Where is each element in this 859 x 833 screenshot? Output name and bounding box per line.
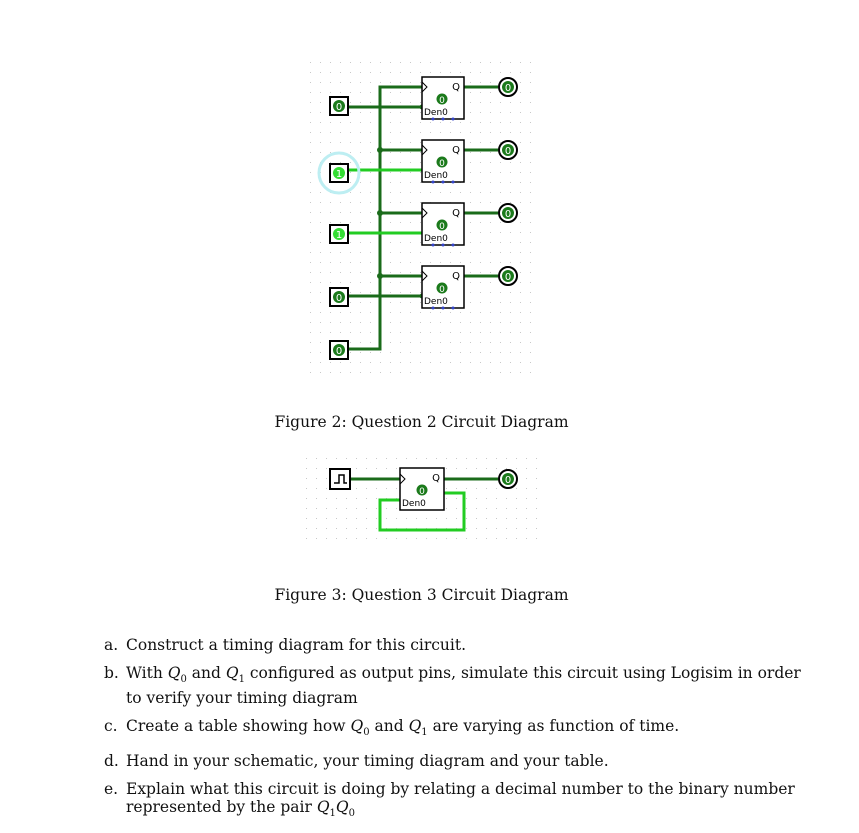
bus-junctions — [377, 147, 383, 279]
input-pin-1[interactable]: 0 — [329, 96, 349, 116]
clock-source[interactable] — [329, 468, 351, 490]
list-item-a: a. Construct a timing diagram for this c… — [104, 636, 809, 654]
ff-d-en-label: Den0 — [402, 499, 426, 509]
ff-1-state: 0 — [439, 96, 445, 106]
t-flip-flop[interactable]: Q 0 Den0 — [399, 467, 445, 511]
d-flip-flop-3[interactable]: Q 0 Den0 — [421, 202, 465, 247]
item-e-q: Q — [316, 798, 330, 817]
item-e-sub: 1 — [329, 808, 336, 820]
input-pin-5-value: 0 — [336, 346, 342, 357]
figure-2-circuit: 0 1 1 0 0 Q 0 Den0 Q 0 Den0 — [310, 62, 532, 374]
output-pin-2-value: 0 — [505, 146, 511, 157]
output-pin-value: 0 — [505, 475, 511, 486]
feedback-wire — [378, 491, 466, 532]
input-pin-2-value: 1 — [336, 169, 342, 180]
list-item-b: b. With Q0 and Q1 configured as output p… — [104, 664, 809, 707]
ff-2-state: 0 — [439, 159, 445, 169]
list-item-c: c. Create a table showing how Q0 and Q1 … — [104, 717, 809, 742]
item-b-sub: 1 — [238, 674, 245, 686]
output-pin[interactable]: 0 — [498, 469, 518, 489]
item-e-q: Q — [335, 798, 349, 817]
item-d-text: Hand in your schematic, your timing diag… — [126, 752, 609, 771]
ff-3-q-label: Q — [452, 208, 460, 219]
selection-highlight — [317, 151, 361, 195]
item-a-mark: a. — [104, 636, 119, 654]
d-flip-flop-2[interactable]: Q 0 Den0 — [421, 139, 465, 184]
ff-3-state: 0 — [439, 222, 445, 232]
question-list: a. Construct a timing diagram for this c… — [104, 636, 809, 833]
item-c-q: Q — [408, 717, 422, 736]
output-pin-4[interactable]: 0 — [498, 266, 518, 286]
item-c-mark: c. — [104, 717, 118, 736]
output-pin-1-value: 0 — [505, 83, 511, 94]
list-item-e: e. Explain what this circuit is doing by… — [104, 780, 809, 823]
item-b-mark: b. — [104, 664, 119, 682]
input-pin-3[interactable]: 1 — [329, 224, 349, 244]
item-a-text: Construct a timing diagram for this circ… — [126, 636, 467, 654]
item-b-text-3: configured as output pins, simulate this… — [126, 664, 801, 708]
ff-1-d-en-label: Den0 — [424, 108, 448, 118]
output-pin-1[interactable]: 0 — [498, 77, 518, 97]
ff-4-state: 0 — [439, 285, 445, 295]
output-pin-2[interactable]: 0 — [498, 140, 518, 160]
item-d-mark: d. — [104, 752, 119, 771]
output-pin-4-value: 0 — [505, 272, 511, 283]
ff-state: 0 — [419, 487, 425, 497]
output-pin-3[interactable]: 0 — [498, 203, 518, 223]
ff-1-q-label: Q — [452, 82, 460, 93]
item-b-text-2: and — [186, 664, 226, 682]
ff-2-d-en-label: Den0 — [424, 171, 448, 181]
ff-q-label: Q — [432, 473, 440, 484]
clock-icon — [334, 474, 347, 484]
item-c-text-3: are varying as function of time. — [427, 717, 680, 736]
item-c-text-1: Create a table showing how — [126, 717, 351, 736]
input-pin-4-value: 0 — [336, 293, 342, 304]
item-c-sub: 0 — [363, 727, 370, 739]
figure-2-caption: Figure 2: Question 2 Circuit Diagram — [274, 413, 569, 431]
item-e-mark: e. — [104, 780, 119, 799]
clock-bus-wire — [348, 85, 422, 351]
output-pin-3-value: 0 — [505, 209, 511, 220]
ff-2-q-label: Q — [452, 145, 460, 156]
item-e-text-1: Explain what this circuit is doing by re… — [126, 780, 795, 817]
ff-3-d-en-label: Den0 — [424, 234, 448, 244]
item-b-q: Q — [225, 664, 239, 682]
item-b-q: Q — [167, 664, 181, 682]
item-c-sub: 1 — [421, 727, 428, 739]
output-wires — [464, 85, 498, 278]
item-e-sub: 0 — [348, 808, 356, 820]
ff-4-d-en-label: Den0 — [424, 297, 448, 307]
item-c-text-2: and — [369, 717, 409, 736]
d-flip-flop-4[interactable]: Q 0 Den0 — [421, 265, 465, 310]
item-c-q: Q — [350, 717, 364, 736]
item-b-sub: 0 — [180, 674, 187, 686]
input-pin-5[interactable]: 0 — [329, 340, 349, 360]
input-pin-3-value: 1 — [336, 230, 342, 241]
figure-3-caption: Figure 3: Question 3 Circuit Diagram — [274, 586, 569, 604]
d-flip-flop-1[interactable]: Q 0 Den0 — [421, 76, 465, 121]
figure-3-circuit: Q 0 Den0 0 — [306, 458, 542, 546]
ff-4-q-label: Q — [452, 271, 460, 282]
list-item-d: d. Hand in your schematic, your timing d… — [104, 752, 809, 770]
input-pin-2[interactable]: 1 — [329, 163, 349, 183]
input-pin-1-value: 0 — [336, 102, 342, 113]
input-pin-4[interactable]: 0 — [329, 287, 349, 307]
item-b-text-1: With — [126, 664, 168, 682]
